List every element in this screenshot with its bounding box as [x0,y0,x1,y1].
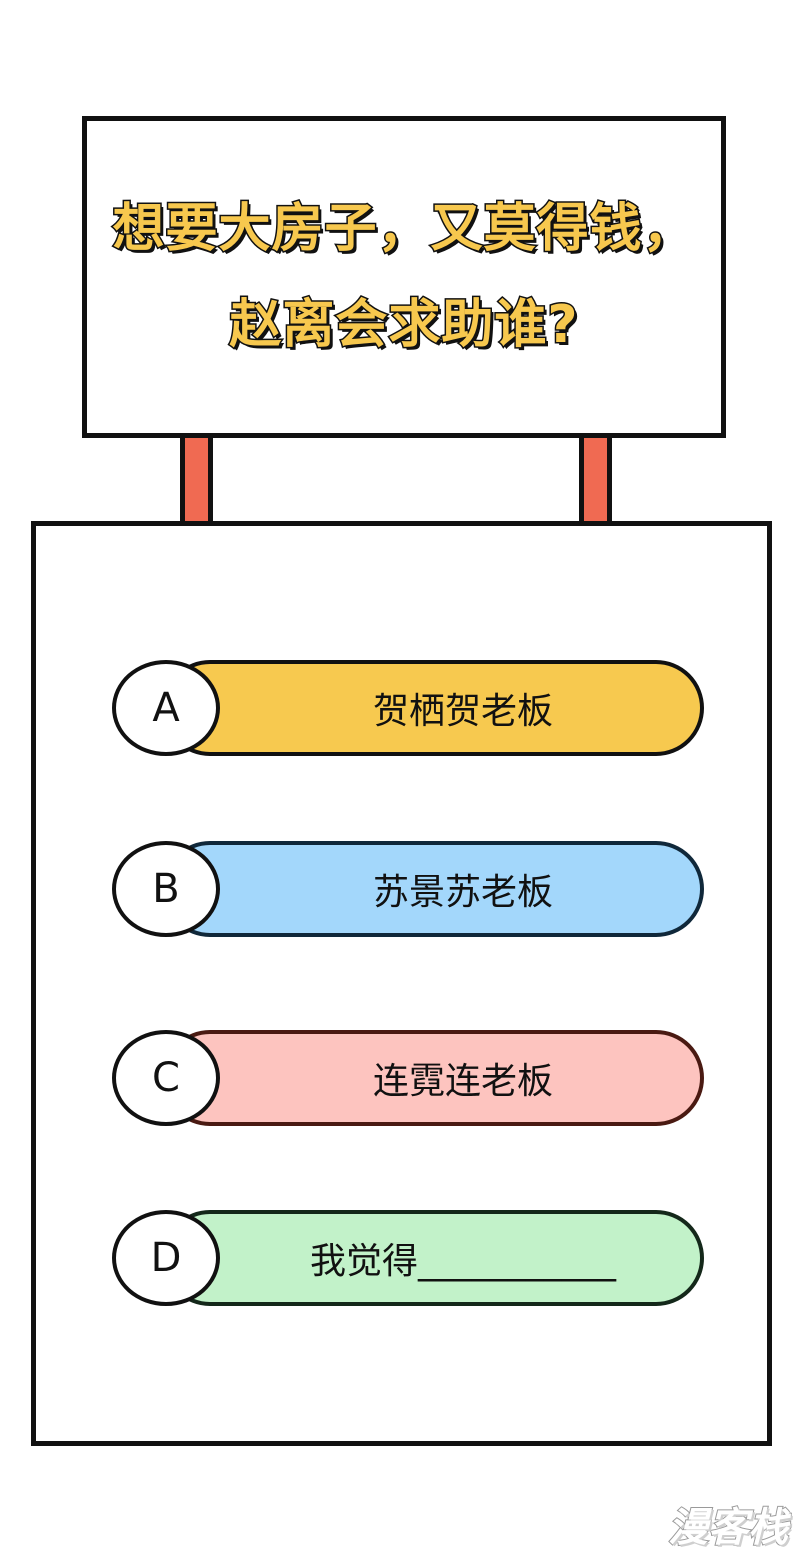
option-c-text: 连霓连老板 [372,1061,553,1102]
option-a-badge[interactable]: A [112,660,220,756]
option-b-bar[interactable]: 苏景苏老板 [162,841,704,937]
option-d-text: 我觉得___________ [309,1241,616,1282]
option-b-letter: B [152,866,180,912]
option-d-letter: D [150,1235,182,1281]
option-b-text: 苏景苏老板 [372,872,553,913]
question-sign: 想要大房子，又莫得钱， 赵离会求助谁? [82,116,726,438]
watermark-logo: 漫客栈 [667,1504,789,1552]
option-d-button[interactable]: 我觉得___________ D [112,1210,704,1306]
option-a-bar[interactable]: 贺栖贺老板 [162,660,704,756]
question-line-2: 赵离会求助谁? [228,294,579,357]
sign-post-left [180,438,213,526]
question-line-1: 想要大房子，又莫得钱， [111,198,696,261]
option-a-text: 贺栖贺老板 [372,691,553,732]
sign-post-right [579,438,612,526]
option-c-badge[interactable]: C [112,1030,220,1126]
option-c-bar[interactable]: 连霓连老板 [162,1030,704,1126]
option-a-letter: A [152,685,180,731]
option-a-button[interactable]: 贺栖贺老板 A [112,660,704,756]
option-c-letter: C [152,1055,180,1101]
option-b-button[interactable]: 苏景苏老板 B [112,841,704,937]
option-d-bar[interactable]: 我觉得___________ [162,1210,704,1306]
option-c-button[interactable]: 连霓连老板 C [112,1030,704,1126]
option-d-badge[interactable]: D [112,1210,220,1306]
option-b-badge[interactable]: B [112,841,220,937]
